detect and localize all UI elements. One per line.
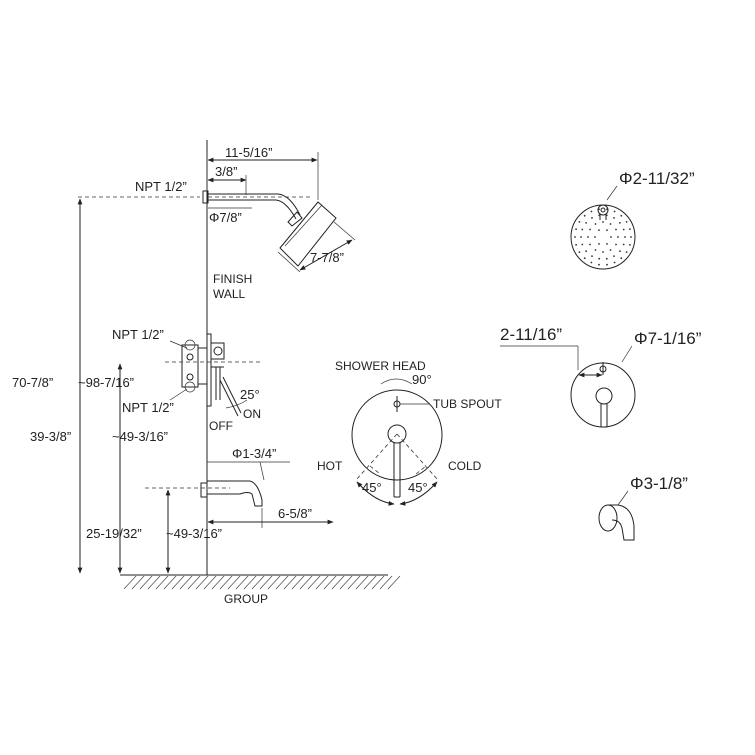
spout-height-alt-dim: ~49-3/16” — [166, 526, 222, 541]
cold-label: COLD — [448, 459, 482, 473]
head-diameter-dim: 7-7/8” — [310, 250, 344, 265]
valve-body — [181, 333, 242, 417]
arm-offset-dim: 3/8” — [215, 164, 237, 179]
shower-nozzles — [574, 208, 632, 266]
head-flange-dim: Φ2-11/32” — [619, 169, 695, 188]
wall-label: WALL — [213, 287, 246, 301]
hot-label: HOT — [317, 459, 343, 473]
finish-label: FINISH — [213, 272, 252, 286]
handle-angle-dim: 25° — [240, 387, 260, 402]
spout-side-view: Φ3-1/8” — [598, 474, 688, 541]
npt-valve-top-label: NPT 1/2” — [112, 327, 164, 342]
ground-label: GROUP — [224, 592, 268, 606]
spout-reach-dim: 6-5/8” — [278, 506, 312, 521]
npt-valve-bottom-label: NPT 1/2” — [122, 400, 174, 415]
head-height-alt-dim: ~98-7/16” — [78, 375, 134, 390]
side-view: GROUP FINISH WALL 11-5/16” 3/8” NPT 1/2”… — [12, 140, 401, 606]
valve-trim-front: SHOWER HEAD 90° TUB SPOUT HOT COLD 45° 4… — [317, 359, 502, 506]
head-height-dim: 70-7/8” — [12, 375, 53, 390]
floor-hatch — [123, 575, 401, 590]
off-label: OFF — [209, 419, 233, 433]
trim-side-view: 2-11/16” Φ7-1/16” — [500, 325, 702, 428]
tub-spout — [200, 480, 263, 507]
valve-height-dim: 39-3/8” — [30, 429, 71, 444]
trim-diameter-dim: Φ7-1/16” — [634, 329, 702, 348]
shower-arm-head — [202, 190, 337, 267]
spout-flange-dim: Φ3-1/8” — [630, 474, 688, 493]
shower-head-top-view: Φ2-11/32” — [570, 169, 695, 270]
diverter-angle-dim: 90° — [412, 372, 432, 387]
cold-angle-dim: 45° — [408, 480, 428, 495]
on-label: ON — [243, 407, 261, 421]
trim-depth-dim: 2-11/16” — [500, 325, 562, 344]
tub-spout-label: TUB SPOUT — [433, 397, 502, 411]
arm-diameter-dim: Φ7/8” — [209, 210, 242, 225]
spout-height-dim: 25-19/32” — [86, 526, 142, 541]
arm-reach-dim: 11-5/16” — [225, 145, 272, 160]
hot-angle-dim: 45° — [362, 480, 382, 495]
spout-diameter-dim: Φ1-3/4” — [232, 446, 276, 461]
valve-height-alt-dim: ~49-3/16” — [112, 429, 168, 444]
npt-head-label: NPT 1/2” — [135, 179, 187, 194]
shower-head-label: SHOWER HEAD — [335, 359, 426, 373]
